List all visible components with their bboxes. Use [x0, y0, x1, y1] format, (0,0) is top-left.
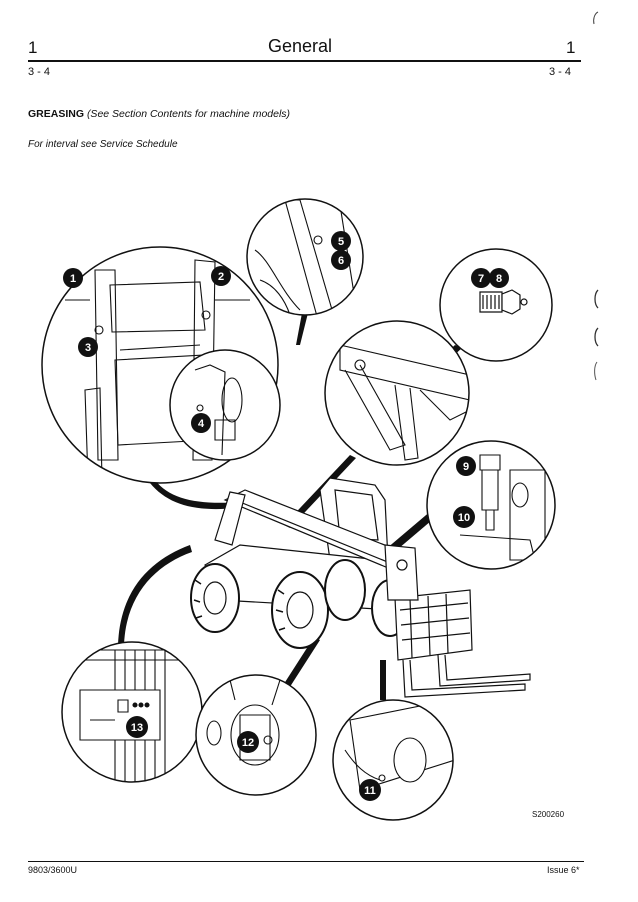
detail-view-fork-pivot — [332, 699, 454, 821]
interval-note: For interval see Service Schedule — [28, 139, 178, 150]
section-heading-line: GREASING (See Section Contents for machi… — [28, 108, 290, 120]
footer-doc-number: 9803/3600U — [28, 865, 78, 875]
svg-text:5: 5 — [338, 236, 344, 248]
svg-text:4: 4 — [198, 418, 205, 430]
svg-text:1: 1 — [70, 273, 76, 285]
callout-1: 1 — [63, 268, 83, 288]
svg-text:2: 2 — [218, 271, 224, 283]
header-rule — [28, 60, 581, 62]
figure-reference-id: S200260 — [532, 810, 565, 819]
callout-11: 11 — [359, 779, 381, 801]
svg-text:8: 8 — [496, 273, 502, 285]
header-page-ref-right: 3 - 4 — [549, 66, 572, 78]
detail-view-boom-top — [246, 198, 364, 316]
detail-view-boom-head — [324, 320, 470, 466]
callout-13: 13 — [126, 716, 148, 738]
footer-rule — [28, 861, 584, 862]
svg-text:6: 6 — [338, 255, 344, 267]
detail-view-chassis-side — [61, 641, 203, 783]
callout-5: 5 — [331, 231, 351, 251]
callout-9: 9 — [456, 456, 476, 476]
detail-view-grease-nipple — [439, 248, 553, 362]
svg-text:7: 7 — [478, 273, 484, 285]
header-title: General — [267, 36, 333, 56]
callout-10: 10 — [453, 506, 475, 528]
svg-text:10: 10 — [458, 512, 470, 524]
detail-view-carriage-ram — [426, 440, 556, 570]
section-heading-note: (See Section Contents for machine models… — [86, 108, 291, 120]
callout-12: 12 — [237, 731, 259, 753]
callout-6: 6 — [331, 250, 351, 270]
svg-text:11: 11 — [364, 785, 376, 797]
svg-text:9: 9 — [463, 461, 469, 473]
binding-margin-marks — [593, 11, 599, 381]
callout-7: 7 — [471, 268, 491, 288]
section-heading: GREASING — [28, 108, 85, 120]
callout-3: 3 — [78, 337, 98, 357]
svg-text:13: 13 — [131, 722, 143, 734]
telehandler-illustration — [190, 477, 531, 698]
svg-text:3: 3 — [85, 342, 91, 354]
callout-4: 4 — [191, 413, 211, 433]
detail-view-ram-pivot — [169, 349, 281, 461]
callout-8: 8 — [489, 268, 509, 288]
header-page-ref-left: 3 - 4 — [28, 66, 51, 78]
svg-text:12: 12 — [242, 737, 254, 749]
footer-issue: Issue 6* — [547, 865, 580, 875]
header-chapter-number-left: 1 — [28, 38, 38, 57]
callout-2: 2 — [211, 266, 231, 286]
header-chapter-number-right: 1 — [566, 38, 576, 57]
